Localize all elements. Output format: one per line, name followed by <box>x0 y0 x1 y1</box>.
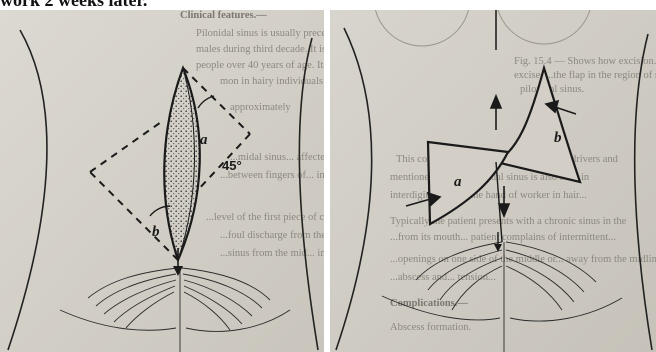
book-line: ...level of the first piece of coccyx. A… <box>206 212 324 223</box>
book-line: ...foul discharge from the sinus. There … <box>220 230 324 241</box>
book-line: ...abscess and... tension... <box>390 272 496 283</box>
book-line: Clinical features.— <box>180 10 267 21</box>
book-line: males during third decade. It is rarely … <box>196 44 324 55</box>
book-line: excised...the flap in the region of sacr… <box>514 70 656 81</box>
book-line: interdigital web of the hand of worker i… <box>390 190 587 201</box>
book-line: ...from its mouth... patient complains o… <box>390 232 616 243</box>
book-line: mon in hairy individuals in the case of <box>220 76 324 87</box>
book-line: Typically the patient presents with a ch… <box>390 216 627 227</box>
book-line: Pilonidal sinus is usually preceded by <box>196 28 324 39</box>
book-line: approximately <box>230 102 291 113</box>
flap-label-b: b <box>152 224 160 240</box>
right-figure-panel: Fig. 15.4 — Shows how excision. Since a … <box>330 10 656 352</box>
flap-label-a: a <box>200 132 208 148</box>
book-line: Complications.— <box>390 298 468 309</box>
left-illustration: Clinical features.— Pilonidal sinus is u… <box>0 10 324 352</box>
book-line: ...openings on one side of the middle or… <box>390 254 656 265</box>
angle-label: 45° <box>222 158 242 173</box>
flap-label-a: a <box>454 174 462 190</box>
book-line: ...sinus from the mid... infection and t… <box>220 248 324 259</box>
right-illustration: Fig. 15.4 — Shows how excision. Since a … <box>330 10 656 352</box>
left-figure-panel: Clinical features.— Pilonidal sinus is u… <box>0 10 324 352</box>
flap-label-b: b <box>554 130 562 146</box>
book-line: Fig. 15.4 — Shows how excision. Since a … <box>514 56 656 67</box>
book-line: Abscess formation. <box>390 322 471 333</box>
book-line: ...midal sinus... affected... tend to...… <box>230 152 324 163</box>
